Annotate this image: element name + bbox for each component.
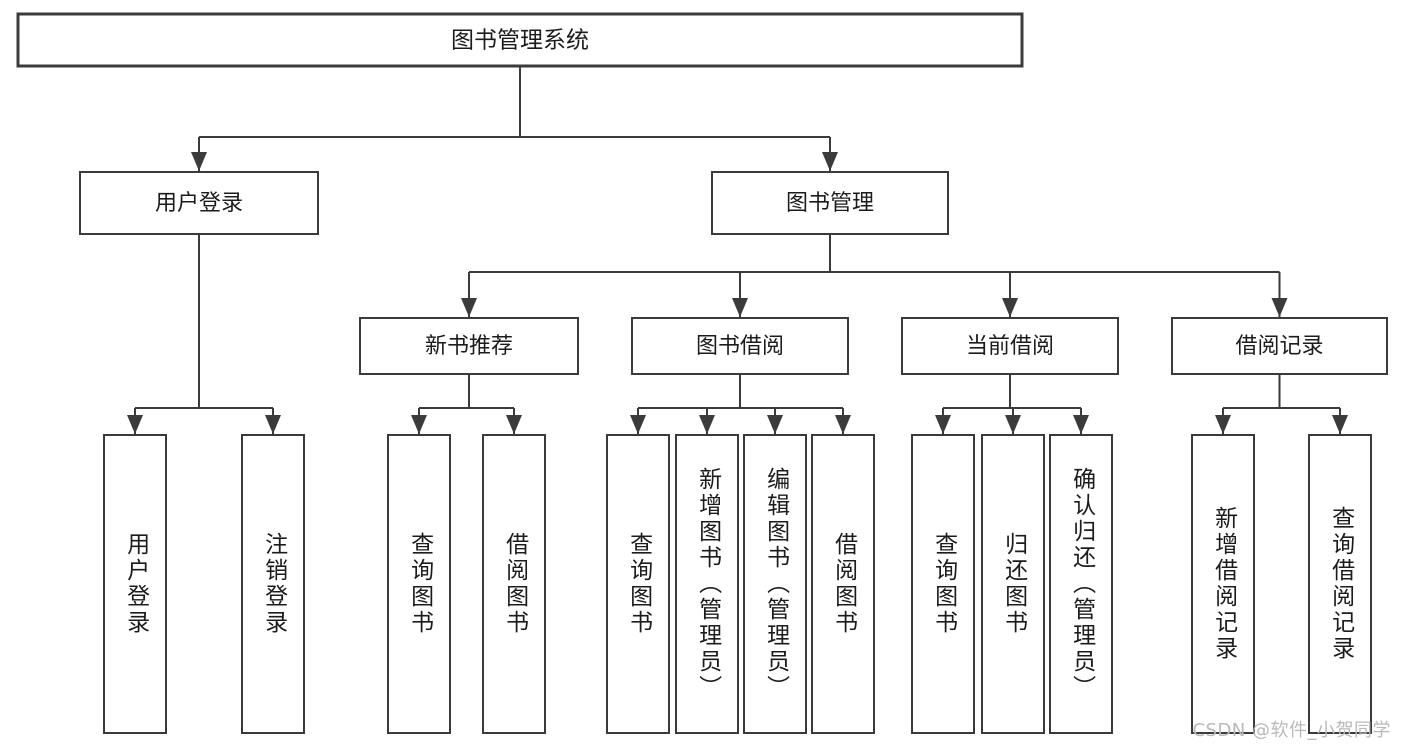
arrow-head-icon bbox=[732, 298, 748, 317]
arrow-head-icon bbox=[1332, 415, 1348, 434]
node-level3-新书推荐[interactable] bbox=[358, 316, 580, 376]
arrow-head-icon bbox=[506, 415, 522, 434]
arrow-head-icon bbox=[1215, 415, 1231, 434]
node-leaf-新增借阅记录[interactable] bbox=[1190, 433, 1256, 735]
node-leaf-编辑图书管理员[interactable] bbox=[742, 433, 808, 735]
connectors-layer bbox=[127, 66, 1348, 434]
arrow-head-icon bbox=[767, 415, 783, 434]
node-leaf-确认归还管理员[interactable] bbox=[1048, 433, 1114, 735]
arrow-head-icon bbox=[1073, 415, 1089, 434]
node-leaf-归还图书[interactable] bbox=[980, 433, 1046, 735]
arrow-head-icon bbox=[411, 415, 427, 434]
arrow-head-icon bbox=[461, 298, 477, 317]
arrow-head-icon bbox=[935, 415, 951, 434]
node-level3-借阅记录[interactable] bbox=[1170, 316, 1389, 376]
arrow-head-icon bbox=[699, 415, 715, 434]
node-leaf-查询图书[interactable] bbox=[386, 433, 452, 735]
arrow-head-icon bbox=[822, 152, 838, 171]
node-level3-2-label: 当前借阅 bbox=[966, 334, 1054, 359]
arrow-head-icon bbox=[1002, 298, 1018, 317]
node-leaf-借阅图书[interactable] bbox=[481, 433, 547, 735]
node-level3-0-label: 新书推荐 bbox=[425, 334, 513, 359]
node-leaf-借阅图书[interactable] bbox=[810, 433, 876, 735]
arrow-head-icon bbox=[1005, 415, 1021, 434]
node-leaf-新增图书管理员[interactable] bbox=[674, 433, 740, 735]
node-leaf-用户登录[interactable] bbox=[102, 433, 168, 735]
node-level3-当前借阅[interactable] bbox=[900, 316, 1120, 376]
node-root-图书管理系统[interactable] bbox=[16, 12, 1024, 68]
node-level2-0-label: 用户登录 bbox=[155, 191, 243, 216]
arrow-head-icon bbox=[127, 415, 143, 434]
arrow-head-icon bbox=[630, 415, 646, 434]
node-root-label: 图书管理系统 bbox=[451, 28, 589, 54]
arrow-head-icon bbox=[835, 415, 851, 434]
node-level3-3-label: 借阅记录 bbox=[1235, 334, 1323, 359]
node-level3-1-label: 图书借阅 bbox=[696, 334, 784, 359]
node-level2-1-label: 图书管理 bbox=[786, 191, 874, 216]
boxes-layer bbox=[16, 12, 1389, 735]
arrow-head-icon bbox=[191, 152, 207, 171]
arrow-head-icon bbox=[1271, 298, 1288, 317]
node-level2-用户登录[interactable] bbox=[78, 170, 320, 236]
node-level3-图书借阅[interactable] bbox=[630, 316, 850, 376]
node-leaf-查询图书[interactable] bbox=[910, 433, 976, 735]
node-leaf-查询借阅记录[interactable] bbox=[1307, 433, 1373, 735]
arrow-head-icon bbox=[265, 415, 281, 434]
node-leaf-查询图书[interactable] bbox=[605, 433, 671, 735]
node-leaf-注销登录[interactable] bbox=[240, 433, 306, 735]
node-level2-图书管理[interactable] bbox=[710, 170, 950, 236]
